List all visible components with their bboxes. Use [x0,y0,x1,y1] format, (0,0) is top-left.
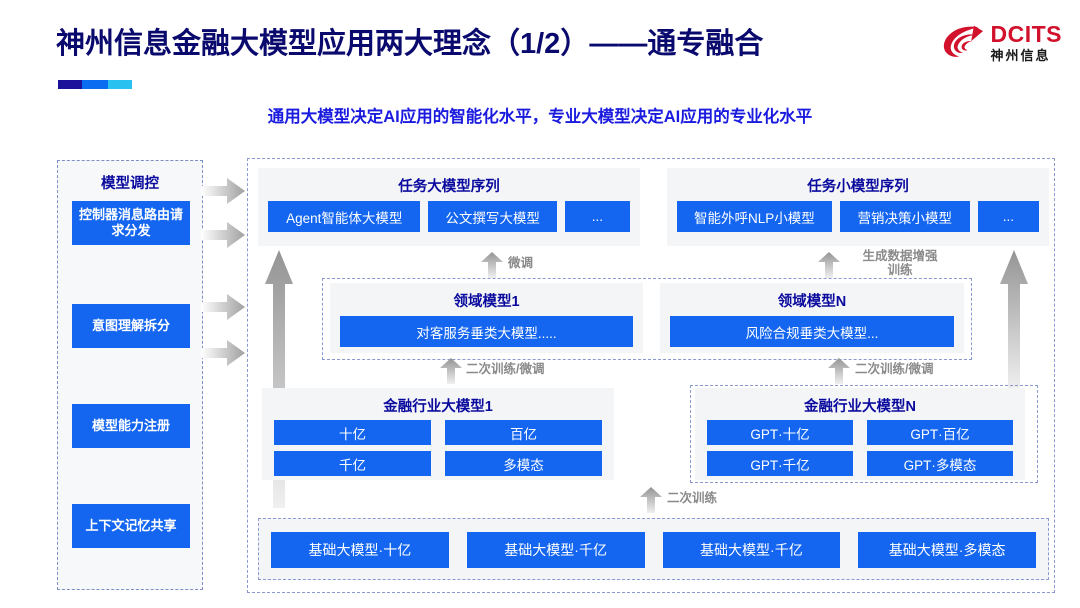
label-fine-tune: 微调 [508,256,534,270]
accent-segment-2 [82,80,108,89]
domain-model-n-panel: 领域模型N 风险合规垂类大模型... [660,283,964,353]
chip-fin1-multimodal[interactable]: 多模态 [445,451,602,476]
control-item-context[interactable]: 上下文记忆共享 [72,504,190,548]
chip-more-big[interactable]: ... [564,201,630,232]
domain-model-1-title: 领域模型1 [453,294,520,310]
chip-outbound-nlp-model[interactable]: 智能外呼NLP小模型 [677,201,832,232]
up-arrow-retrain-right-icon [828,358,850,384]
page-title: 神州信息金融大模型应用两大理念（1/2）——通专融合 [56,28,764,60]
label-retrain: 二次训练 [667,491,718,505]
logo-text-cn: 神州信息 [990,47,1051,63]
task-small-model-chip-row: 智能外呼NLP小模型 营销决策小模型 ... [667,196,1049,241]
control-panel-title: 模型调控 [101,176,159,192]
label-retrain-tune-left: 二次训练/微调 [466,362,545,376]
label-data-augment: 生成数据增强 训练 [862,249,938,278]
chip-fin1-ten-billion[interactable]: 百亿 [445,420,602,445]
up-arrow-long-right-icon [1000,250,1028,390]
company-logo: DCITS 神州信息 [941,22,1063,62]
chip-customer-service-vertical-model[interactable]: 对客服务垂类大模型..... [340,316,633,347]
task-small-model-panel: 任务小模型序列 智能外呼NLP小模型 营销决策小模型 ... [667,168,1049,246]
domain-model-n-chip-row: 风险合规垂类大模型... [660,311,964,356]
domain-model-n-title: 领域模型N [777,294,847,310]
chip-agent-model[interactable]: Agent智能体大模型 [268,201,421,232]
up-arrow-retrain-icon [640,487,662,513]
task-big-model-panel: 任务大模型序列 Agent智能体大模型 公文撰写大模型 ... [258,168,640,246]
dcits-swirl-icon [943,25,983,57]
finance-model-n-grid: GPT·十亿 GPT·百亿 GPT·千亿 GPT·多模态 [695,416,1025,484]
chip-base-hundred-billion-1[interactable]: 基础大模型·千亿 [466,532,645,568]
domain-model-1-chip-row: 对客服务垂类大模型..... [330,311,643,356]
control-item-registry[interactable]: 模型能力注册 [72,404,190,448]
finance-model-1-title: 金融行业大模型1 [383,399,493,415]
chip-risk-compliance-vertical-model[interactable]: 风险合规垂类大模型... [670,316,954,347]
right-arrow-icon-2 [201,222,245,248]
finance-model-n-panel: 金融行业大模型N GPT·十亿 GPT·百亿 GPT·千亿 GPT·多模态 [695,388,1025,480]
up-arrow-data-augment-icon [818,252,840,278]
page-subtitle: 通用大模型决定AI应用的智能化水平，专业大模型决定AI应用的专业化水平 [267,108,813,126]
finance-model-n-title: 金融行业大模型N [804,399,916,415]
right-arrow-icon-4 [201,340,245,366]
chip-base-hundred-billion-2[interactable]: 基础大模型·千亿 [662,532,841,568]
chip-base-billion[interactable]: 基础大模型·十亿 [271,532,449,568]
chip-finn-gpt-ten-billion[interactable]: GPT·百亿 [867,420,1013,445]
right-arrow-icon-1 [201,178,245,204]
control-item-router[interactable]: 控制器消息路由请求分发 [72,201,190,245]
chip-fin1-hundred-billion[interactable]: 千亿 [274,451,431,476]
control-item-intent[interactable]: 意图理解拆分 [72,304,190,348]
right-arrow-icon-3 [201,294,245,320]
up-arrow-long-left-icon [265,250,293,508]
chip-more-small[interactable]: ... [977,201,1039,232]
chip-document-writing-model[interactable]: 公文撰写大模型 [428,201,557,232]
domain-model-1-panel: 领域模型1 对客服务垂类大模型..... [330,283,643,353]
base-models-frame: 基础大模型·十亿 基础大模型·千亿 基础大模型·千亿 基础大模型·多模态 [258,518,1049,580]
base-models-row: 基础大模型·十亿 基础大模型·千亿 基础大模型·千亿 基础大模型·多模态 [259,519,1048,581]
up-arrow-fine-tune-icon [481,252,503,278]
diagram-outer-frame [247,158,1055,593]
up-arrow-retrain-left-icon [440,358,462,384]
finance-model-1-panel: 金融行业大模型1 十亿 百亿 千亿 多模态 [262,388,614,480]
chip-finn-gpt-multimodal[interactable]: GPT·多模态 [867,451,1013,476]
domain-models-frame [322,278,972,360]
task-big-model-title: 任务大模型序列 [398,179,500,195]
accent-segment-1 [58,80,83,89]
task-small-model-title: 任务小模型序列 [807,179,909,195]
finance-model-n-frame [690,385,1038,483]
chip-finn-gpt-hundred-billion[interactable]: GPT·千亿 [707,451,853,476]
chip-fin1-billion[interactable]: 十亿 [274,420,431,445]
chip-base-multimodal[interactable]: 基础大模型·多模态 [858,532,1036,568]
finance-model-1-grid: 十亿 百亿 千亿 多模态 [262,416,614,484]
chip-marketing-decision-model[interactable]: 营销决策小模型 [839,201,970,232]
chip-finn-gpt-billion[interactable]: GPT·十亿 [707,420,853,445]
logo-text-en: DCITS [990,20,1062,47]
label-retrain-tune-right: 二次训练/微调 [855,362,934,376]
title-accent-bar [58,80,132,89]
task-big-model-chip-row: Agent智能体大模型 公文撰写大模型 ... [258,196,640,241]
control-panel: 模型调控 控制器消息路由请求分发 意图理解拆分 模型能力注册 上下文记忆共享 [57,160,203,590]
accent-segment-3 [107,80,132,89]
